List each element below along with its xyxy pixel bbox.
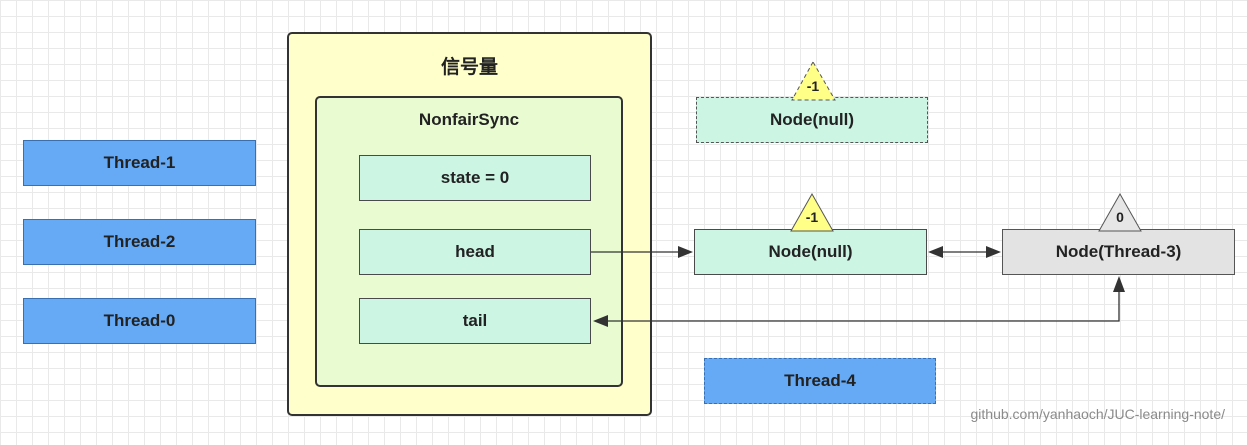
tail-pointer-arrowhead-up [1113, 276, 1125, 292]
head-field: head [359, 229, 591, 275]
semaphore-title: 信号量 [440, 57, 498, 78]
tail-field: tail [359, 298, 591, 344]
head-node-status-triangle [790, 192, 834, 232]
dashed-node-status-triangle [791, 60, 836, 101]
thread-1-box: Thread-1 [23, 140, 256, 186]
thread3-node-box: Node(Thread-3) [1002, 229, 1235, 275]
tail-pointer-line [607, 291, 1120, 322]
thread-4-box: Thread-4 [704, 358, 936, 404]
node-link-arrowhead-left [928, 246, 943, 258]
dashed-node-box: Node(null) [696, 97, 928, 143]
thread3-node-status-triangle [1098, 192, 1142, 232]
thread-0-box: Thread-0 [23, 298, 256, 344]
dashed-node-status-label: -1 [806, 78, 820, 94]
tail-pointer-arrowhead-left [593, 315, 608, 327]
source-watermark: github.com/yanhaoch/JUC-learning-note/ [970, 406, 1225, 422]
node-link-arrowhead-right [986, 246, 1001, 258]
thread3-node-status-label: 0 [1116, 209, 1124, 225]
thread-2-box: Thread-2 [23, 219, 256, 265]
head-pointer-arrowhead [678, 246, 693, 258]
nonfair-sync-title: NonfairSync [418, 110, 520, 129]
head-node-status-label: -1 [805, 209, 819, 225]
state-field: state = 0 [359, 155, 591, 201]
